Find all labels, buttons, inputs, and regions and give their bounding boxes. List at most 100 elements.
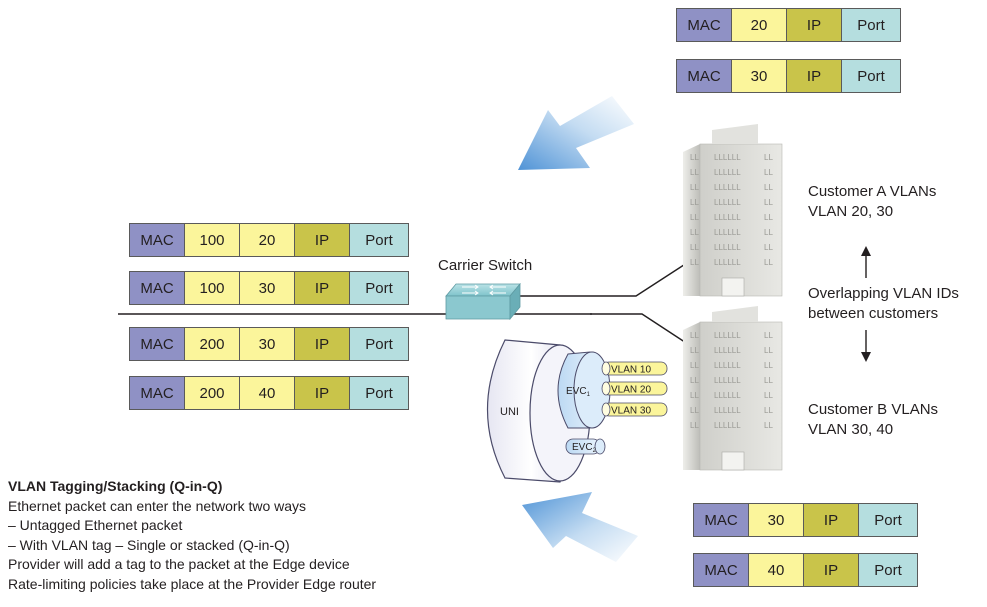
building-window-row: LLLLLL [714,153,741,162]
building-window-row: LLLLLL [714,213,741,222]
field-port: Port [350,328,408,360]
field-vlan-tag: 30 [749,504,804,536]
field-ip: IP [787,9,842,41]
overlap-line1: Overlapping VLAN IDs [808,285,959,302]
field-port: Port [859,504,917,536]
building-window-row: LLLLLL [714,376,741,385]
vlan-tube-30: VLAN 30 [601,402,668,417]
customer-b-vlans: VLAN 30, 40 [808,421,894,438]
field-inner-tag: 20 [240,224,295,256]
arrow-down-icon [861,330,871,362]
building-window-row: LLLLLL [714,168,741,177]
customer-b-label: Customer B VLANs VLAN 30, 40 [808,400,938,440]
building-window-side-right: LL [764,361,773,370]
evc1-tube-icon: EVC1 [557,351,611,429]
packet-left-4: MAC 200 40 IP Port [129,376,409,410]
building-window-side-left: LL [690,243,699,252]
field-outer-tag: 200 [185,377,240,409]
field-ip: IP [295,272,350,304]
building-window-row: LLLLLL [714,198,741,207]
carrier-switch-label: Carrier Switch [438,257,533,274]
field-ip: IP [295,224,350,256]
evc2-tube-icon: EVC2 [565,438,606,455]
field-ip: IP [804,554,859,586]
building-window-side-left: LL [690,391,699,400]
notes-line: – Untagged Ethernet packet [8,517,183,533]
building-window-side-left: LL [690,361,699,370]
building-window-side-right: LL [764,153,773,162]
building-window-side-left: LL [690,198,699,207]
building-window-side-left: LL [690,153,699,162]
field-mac: MAC [694,554,749,586]
field-vlan-tag: 20 [732,9,787,41]
evc2-subscript: 2 [593,448,597,454]
field-inner-tag: 30 [240,328,295,360]
evc2-label: EVC [572,442,593,453]
field-port: Port [842,60,900,92]
link-customer-a [505,260,691,297]
field-port: Port [350,272,408,304]
building-window-row: LLLLLL [714,346,741,355]
evc1-subscript: 1 [587,392,591,398]
building-window-side-left: LL [690,331,699,340]
building-window-side-right: LL [764,213,773,222]
building-window-row: LLLLLL [714,421,741,430]
field-ip: IP [804,504,859,536]
field-mac: MAC [677,9,732,41]
field-port: Port [350,224,408,256]
building-window-row: LLLLLL [714,258,741,267]
building-window-side-right: LL [764,421,773,430]
field-inner-tag: 40 [240,377,295,409]
vlan-tubes: VLAN 10 VLAN 20 VLAN 30 [601,361,668,417]
field-mac: MAC [677,60,732,92]
field-vlan-tag: 40 [749,554,804,586]
building-window-side-right: LL [764,331,773,340]
building-window-side-right: LL [764,228,773,237]
building-window-side-left: LL [690,376,699,385]
building-window-row: LLLLLL [714,228,741,237]
field-mac: MAC [130,224,185,256]
notes-line: – With VLAN tag – Single or stacked (Q-i… [8,536,290,553]
building-window-side-left: LL [690,213,699,222]
svg-text:EVC2: EVC2 [572,442,597,454]
field-mac: MAC [130,272,185,304]
building-window-side-right: LL [764,376,773,385]
building-window-side-left: LL [690,421,699,430]
customer-a-label: Customer A VLANs VLAN 20, 30 [808,182,936,222]
building-window-row: LLLLLL [714,183,741,192]
building-window-side-right: LL [764,198,773,207]
building-window-side-right: LL [764,406,773,415]
building-window-side-left: LL [690,346,699,355]
field-port: Port [842,9,900,41]
building-window-row: LLLLLL [714,361,741,370]
field-ip: IP [787,60,842,92]
notes-line: Ethernet packet can enter the network tw… [8,497,307,514]
vlan-30-label: VLAN 30 [611,406,651,417]
field-mac: MAC [694,504,749,536]
vlan-tube-20: VLAN 20 [601,381,668,396]
svg-text:EVC1: EVC1 [566,386,591,398]
uni-label: UNI [500,406,519,418]
notes-line: Rate-limiting policies take place at the… [8,575,377,592]
field-ip: IP [295,377,350,409]
building-window-side-right: LL [764,168,773,177]
evc1-label: EVC [566,386,587,397]
field-inner-tag: 30 [240,272,295,304]
building-window-side-left: LL [690,406,699,415]
field-ip: IP [295,328,350,360]
carrier-switch-icon [445,282,521,321]
notes-line: Provider will add a tag to the packet at… [8,556,350,572]
building-window-side-left: LL [690,168,699,177]
vlan-tube-10: VLAN 10 [601,361,668,376]
packet-top-1: MAC 20 IP Port [676,8,901,42]
overlap-label: Overlapping VLAN IDs between customers [808,284,959,324]
field-port: Port [350,377,408,409]
building-window-side-right: LL [764,346,773,355]
building-window-side-right: LL [764,183,773,192]
field-mac: MAC [130,377,185,409]
link-customer-b [590,313,701,353]
arrow-bottom [522,492,638,562]
customer-a-vlans: VLAN 20, 30 [808,203,894,220]
